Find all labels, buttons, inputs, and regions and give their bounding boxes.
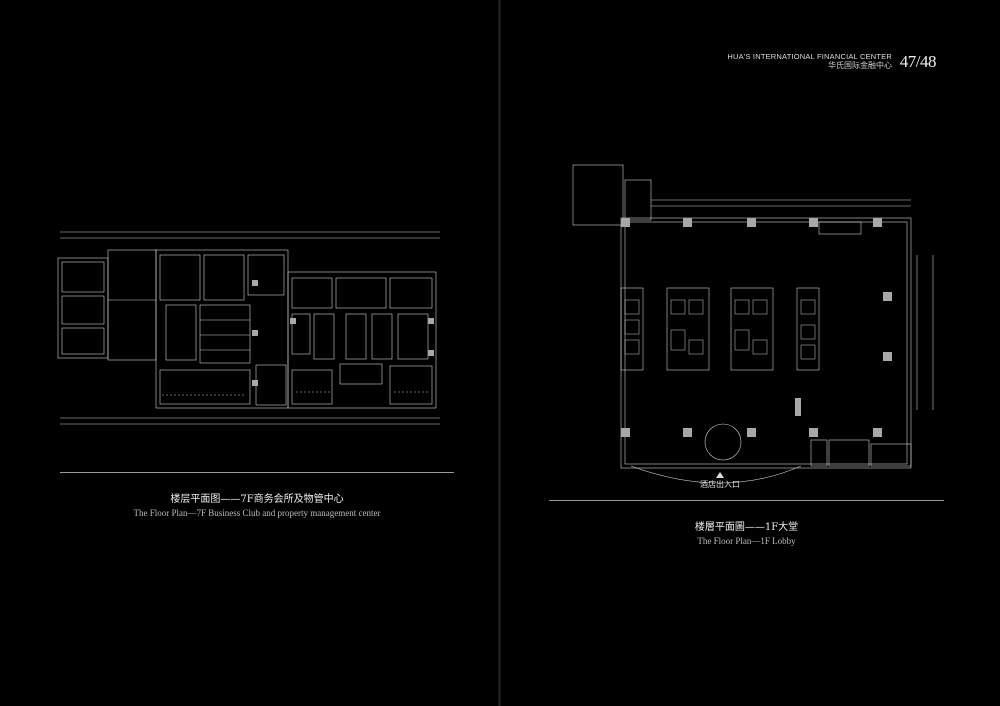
page-number: 47/48 — [899, 52, 937, 71]
brand-title-en: HUA'S INTERNATIONAL FINANCIAL CENTER — [727, 52, 892, 61]
right-caption-cn: 楼層平面圖——1F大堂 — [694, 522, 799, 533]
hotel-entrance-label: 酒店出入口 — [700, 480, 740, 489]
right-caption-rule — [549, 500, 944, 501]
brand-title-cn: 华氏国际金融中心 — [828, 61, 892, 70]
left-caption-rule — [60, 472, 454, 473]
floor-plan-7f — [57, 231, 440, 425]
right-caption-en: The Floor Plan—1F Lobby — [697, 536, 796, 546]
floor-plan-1f — [572, 164, 934, 484]
left-plan-caption: 楼层平面图——7F商务会所及物管中心 The Floor Plan—7F Bus… — [60, 490, 454, 518]
left-caption-en: The Floor Plan—7F Business Club and prop… — [133, 508, 381, 518]
left-caption-cn: 楼层平面图——7F商务会所及物管中心 — [170, 494, 344, 505]
right-page: HUA'S INTERNATIONAL FINANCIAL CENTER 华氏国… — [501, 0, 1000, 706]
book-spine — [498, 0, 501, 706]
right-plan-caption: 楼層平面圖——1F大堂 The Floor Plan—1F Lobby — [549, 518, 944, 546]
page-header: HUA'S INTERNATIONAL FINANCIAL CENTER 华氏国… — [727, 52, 936, 71]
left-page: 楼层平面图——7F商务会所及物管中心 The Floor Plan—7F Bus… — [0, 0, 498, 706]
